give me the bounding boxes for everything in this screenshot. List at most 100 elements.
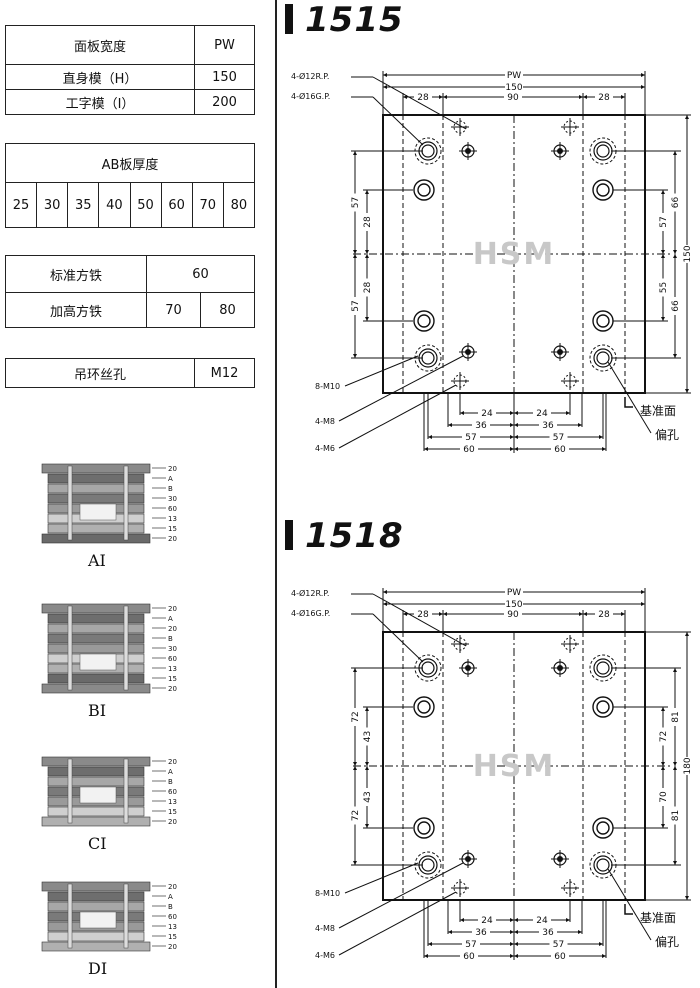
ejector-cavity [79,786,117,804]
mold-plate-layer [47,766,145,777]
dimension-arrow [514,411,518,415]
dimension-arrow [621,612,625,616]
callout-return-pin: 4-Ø12R.P. [291,71,329,81]
mold-type-label: BI [88,701,107,720]
label-bg [349,806,361,825]
plate-thickness-tag: 30 [168,645,177,653]
dimension-arrow [443,612,447,616]
guide-pillar [67,883,73,949]
dimension-arrow [353,766,357,770]
i-mold-value: 200 [194,89,255,115]
label-bg [595,91,613,101]
dimension-arrow [685,115,689,119]
dimension-arrow [428,942,432,946]
dim-right-spacer: 28 [598,93,610,103]
ab-thickness-value: 30 [36,182,69,228]
dimension-arrow [510,435,514,439]
ejector-cavity [79,911,117,929]
dimension-arrow [673,254,677,258]
dimension-arrow [661,317,665,321]
label-bg [361,213,373,231]
guide-pillar [123,465,129,541]
i-mold-label: 工字模（I） [5,89,195,115]
mold-plate-layer [47,623,145,634]
plate-thickness-tag: 15 [168,675,177,683]
dimension-arrow [673,151,677,155]
dim-left-lower-outer: 72 [351,810,361,821]
ab-thickness-title: AB板厚度 [5,143,255,183]
dim-right-upper-outer: 81 [671,711,681,722]
dim-bottom-b-left: 36 [475,928,487,938]
guide-pin-inner [421,661,435,675]
brand-logo: HSM [473,237,556,272]
plate-thickness-tag: 20 [168,605,177,613]
mold-plate-layer [47,901,145,912]
plate-thickness-tag: 20 [168,943,177,951]
panel-width-pw: PW [194,25,255,65]
callout-guide-pin: 4-Ø16G.P. [291,608,330,618]
plate-thickness-tag: 15 [168,808,177,816]
label-bg [460,950,478,960]
guide-pillar [123,883,129,949]
leader-line [338,384,457,449]
dimension-arrow [621,95,625,99]
dimension-arrow [578,930,582,934]
leader-line [338,862,464,929]
dim-left-upper-inner: 43 [363,731,373,742]
guide-pin-inner [421,858,435,872]
label-bg [551,443,569,453]
mold-plate-layer [41,463,151,474]
dimension-arrow [641,73,645,77]
dimension-arrow [661,824,665,828]
callout-m8: 4-M8 [315,924,335,933]
ab-thickness-value: 35 [67,182,100,228]
dimension-arrow [579,95,583,99]
dim-left-lower-inner: 43 [363,791,373,802]
guide-pillar [67,465,73,541]
dimension-arrow [448,423,452,427]
dimension-arrow [443,95,447,99]
plate-thickness-tag: A [168,893,173,901]
mold-plate-layer [41,533,151,544]
dimension-arrow [673,250,677,254]
ejector-cavity [79,653,117,671]
label-bg [657,727,669,746]
dimension-arrow [685,389,689,393]
dimension-arrow [428,435,432,439]
dimension-arrow [514,435,518,439]
dimension-arrow [661,250,665,254]
dimension-arrow [514,942,518,946]
dimension-arrow [673,668,677,672]
dim-pw: PW [507,588,521,598]
leader-line [344,355,419,387]
dimension-arrow [566,411,570,415]
dim-left-lower-outer: 57 [351,300,361,311]
guide-pillar [67,605,73,691]
screw-hole-m10 [592,696,614,718]
label-bg [533,407,551,417]
label-bg [669,708,681,726]
plate-thickness-tag: B [168,778,173,786]
dimension-arrow [510,447,514,451]
ab-thickness-value: 50 [129,182,162,228]
model-title: 1518 [305,516,404,556]
standard-spacer-label: 标准方铁 [5,255,147,293]
label-bg [505,598,523,608]
mold-plate-layer [47,493,145,504]
dim-mid: 90 [507,610,519,620]
mold-type-label: DI [88,959,108,978]
datum-symbol [624,904,633,915]
plate-thickness-tag: B [168,903,173,911]
label-bg [669,297,681,315]
plate-thickness-tag: B [168,635,173,643]
guide-pin-inner [596,858,610,872]
dimension-arrow [460,411,464,415]
dim-left-upper-outer: 57 [351,197,361,208]
guide-pillar [67,758,73,824]
leader-line [372,613,424,663]
dim-right-lower-outer: 66 [671,300,681,312]
